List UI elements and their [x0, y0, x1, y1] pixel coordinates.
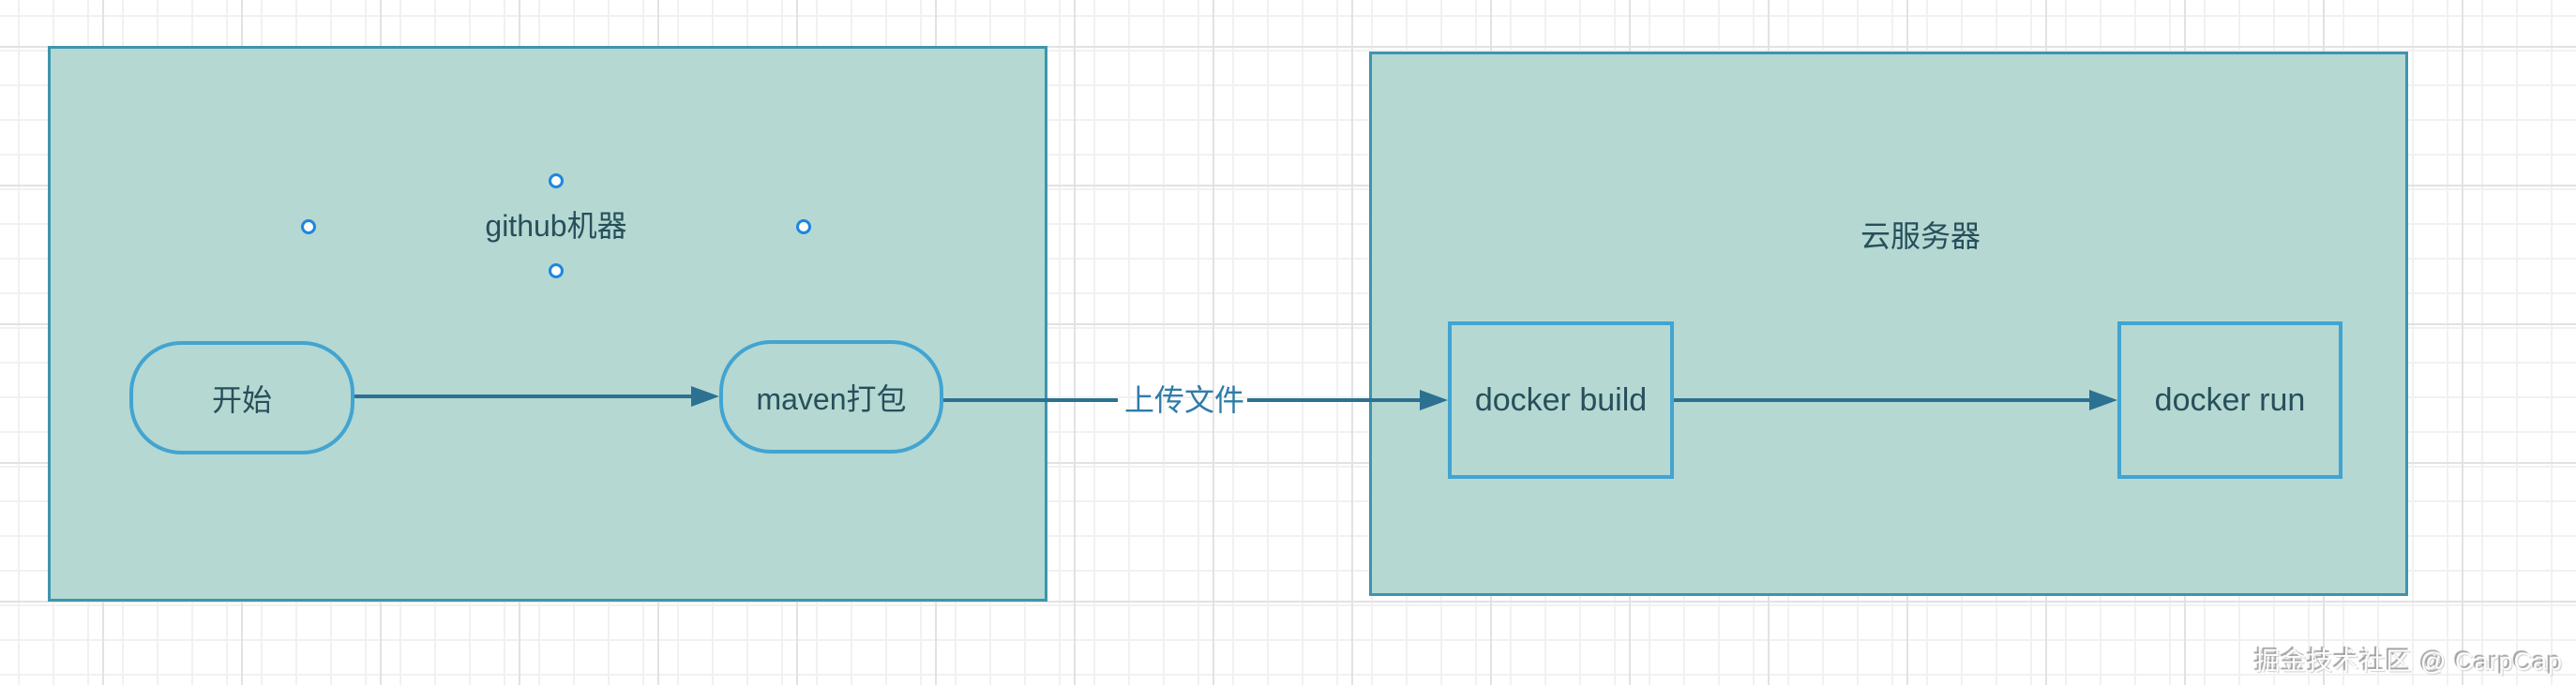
- edge-start-to-maven[interactable]: [354, 395, 694, 398]
- container-title-github-machine[interactable]: github机器: [485, 209, 627, 243]
- connection-point-icon[interactable]: [301, 219, 316, 234]
- edge-maven-to-docker-build[interactable]: [943, 398, 1118, 402]
- container-github-machine[interactable]: [48, 46, 1047, 602]
- connection-point-icon[interactable]: [796, 219, 811, 234]
- connection-point-icon[interactable]: [549, 263, 564, 278]
- edge-label-upload-file[interactable]: 上传文件: [1123, 383, 1244, 417]
- node-docker-run[interactable]: docker run: [2117, 321, 2343, 479]
- arrowhead-icon: [691, 386, 719, 407]
- node-start[interactable]: 开始: [129, 341, 354, 454]
- arrowhead-icon: [2089, 390, 2117, 410]
- edge-maven-to-docker-build[interactable]: [1247, 398, 1420, 402]
- container-title-cloud-server[interactable]: 云服务器: [1860, 219, 1981, 253]
- edge-docker-build-to-docker-run[interactable]: [1674, 398, 2089, 402]
- node-maven-package[interactable]: maven打包: [719, 340, 943, 454]
- arrowhead-icon: [1420, 390, 1448, 410]
- watermark: 掘金技术社区 @ CarpCap: [2254, 648, 2563, 676]
- node-docker-build[interactable]: docker build: [1448, 321, 1674, 479]
- connection-point-icon[interactable]: [549, 173, 564, 188]
